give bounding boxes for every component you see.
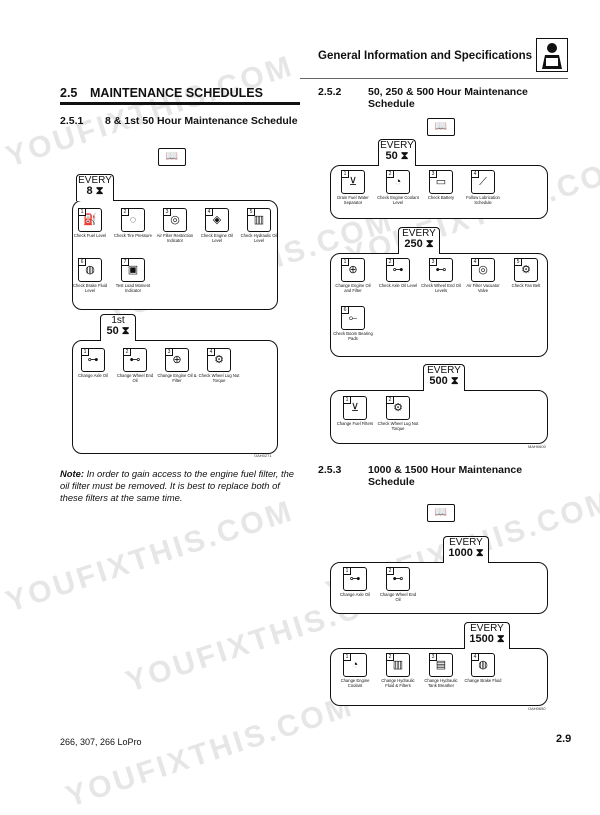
schedule-item: 2◌Check Tire Pressure bbox=[114, 208, 152, 238]
tab-label: EVERY bbox=[449, 537, 483, 548]
first-50-tab: 1st 50 ⧗ bbox=[100, 314, 136, 341]
hour-value: 500 ⧗ bbox=[429, 375, 459, 387]
schedule-item: 1⊻Drain Fuel Water Separator bbox=[337, 170, 369, 205]
subsection-title: 1000 & 1500 Hour Maintenance Schedule bbox=[368, 464, 523, 488]
schedule-item: 6◍Check Brake Fluid Level bbox=[72, 258, 108, 293]
hour-value: 50 ⧗ bbox=[106, 325, 130, 337]
schedule-item: 4◎Air Filter Vacuator Valve bbox=[466, 258, 500, 293]
every-50-panel bbox=[330, 165, 548, 219]
watermark: YOUFIXTHIS.COM bbox=[2, 49, 298, 174]
subsection-number: 2.5.3 bbox=[318, 464, 342, 476]
watermark: YOUFIXTHIS.COM bbox=[62, 689, 358, 814]
hour-value: 50 ⧗ bbox=[385, 150, 409, 162]
schedule-item: 2⊶Check Axle Oil Level bbox=[378, 258, 418, 288]
every-50-tab: EVERY 50 ⧗ bbox=[378, 139, 416, 166]
every-1000-tab: EVERY 1000 ⧗ bbox=[443, 536, 489, 563]
section-number: 2.5 bbox=[60, 86, 78, 100]
section-title: MAINTENANCE SCHEDULES bbox=[90, 86, 263, 100]
figure-id: OAH0271 bbox=[254, 453, 272, 458]
every-250-tab: EVERY 250 ⧗ bbox=[398, 227, 440, 254]
manual-book-icon: 📖 bbox=[427, 118, 455, 136]
page-number: 2.9 bbox=[556, 733, 572, 745]
schedule-item: 1⊶Change Axle Oil bbox=[339, 567, 371, 597]
schedule-item: 1⊻Change Fuel Filters bbox=[336, 396, 374, 426]
schedule-item: 4⟋Follow Lubrication Schedule bbox=[466, 170, 500, 205]
schedule-item: 3⊷Check Wheel End Oil Levels bbox=[421, 258, 461, 293]
schedule-item: 7▣Test Load Moment Indicator bbox=[115, 258, 151, 293]
tab-label: 1st bbox=[111, 315, 125, 326]
subsection-number: 2.5.1 bbox=[60, 115, 84, 127]
schedule-item: 5⚙Check Fan Belt bbox=[511, 258, 541, 288]
schedule-item: 6⟜Check Boom Bearing Pads bbox=[333, 306, 373, 341]
schedule-item: 4⚙Check Wheel Lug Nut Torque bbox=[198, 348, 240, 383]
tab-label: EVERY bbox=[402, 228, 436, 239]
hour-value: 250 ⧗ bbox=[404, 238, 434, 250]
schedule-item: 2◔Check Engine Coolant Level bbox=[377, 170, 419, 205]
section-rule bbox=[60, 102, 300, 105]
manual-reader-icon bbox=[536, 38, 568, 72]
note-paragraph: Note: In order to gain access to the eng… bbox=[60, 468, 294, 503]
every-250-panel bbox=[330, 253, 548, 357]
subsection-title: 8 & 1st 50 Hour Maintenance Schedule bbox=[105, 115, 298, 127]
hour-value: 8 ⧗ bbox=[86, 185, 104, 197]
schedule-item: 2⊷Change Wheel End Oil bbox=[116, 348, 154, 383]
every-8-tab: EVERY 8 ⧗ bbox=[76, 174, 114, 201]
schedule-item: 3⊕Change Engine Oil & Filter bbox=[157, 348, 197, 383]
schedule-item: 3▭Check Battery bbox=[427, 170, 455, 200]
schedule-item: 2⚙Check Wheel Lug Nut Torque bbox=[377, 396, 419, 431]
manual-book-icon: 📖 bbox=[158, 148, 186, 166]
every-500-tab: EVERY 500 ⧗ bbox=[423, 364, 465, 391]
every-1500-tab: EVERY 1500 ⧗ bbox=[464, 622, 510, 649]
schedule-item: 1◔Change Engine Coolant bbox=[340, 653, 370, 688]
schedule-item: 4◍Change Brake Fluid bbox=[464, 653, 502, 683]
tab-label: EVERY bbox=[470, 623, 504, 634]
subsection-number: 2.5.2 bbox=[318, 86, 342, 98]
schedule-item: 1⛽Check Fuel Level bbox=[73, 208, 107, 238]
hour-value: 1000 ⧗ bbox=[448, 547, 484, 559]
schedule-item: 2⊷Change Wheel End Oil bbox=[379, 567, 417, 602]
schedule-item: 3▤Change Hydraulic Tank Breather bbox=[424, 653, 458, 688]
watermark: YOUFIXTHIS.COM bbox=[2, 494, 298, 619]
schedule-item: 4◈Check Engine Oil Level bbox=[200, 208, 234, 243]
page-header-title: General Information and Specifications bbox=[318, 50, 533, 62]
tab-label: EVERY bbox=[380, 140, 414, 151]
schedule-item: 3◎Air Filter Restriction Indicator bbox=[156, 208, 194, 243]
figure-id: MAH0600 bbox=[528, 444, 546, 449]
schedule-item: 5▥Check Hydraulic Oil Level bbox=[240, 208, 278, 243]
footer-models: 266, 307, 266 LoPro bbox=[60, 737, 142, 747]
subsection-title: 50, 250 & 500 Hour Maintenance Schedule bbox=[368, 86, 528, 110]
tab-label: EVERY bbox=[78, 175, 112, 186]
first-50-panel bbox=[72, 340, 278, 454]
schedule-item: 1⊕Change Engine Oil and Filter bbox=[335, 258, 371, 293]
hour-value: 1500 ⧗ bbox=[469, 633, 505, 645]
every-8-panel bbox=[72, 200, 278, 310]
tab-label: EVERY bbox=[427, 365, 461, 376]
figure-id: OAH0650 bbox=[528, 706, 546, 711]
schedule-item: 2▥Change Hydraulic Fluid & Filters bbox=[381, 653, 415, 688]
schedule-item: 1⊶Change Axle Oil bbox=[77, 348, 109, 378]
manual-book-icon: 📖 bbox=[427, 504, 455, 522]
header-rule bbox=[300, 78, 568, 79]
